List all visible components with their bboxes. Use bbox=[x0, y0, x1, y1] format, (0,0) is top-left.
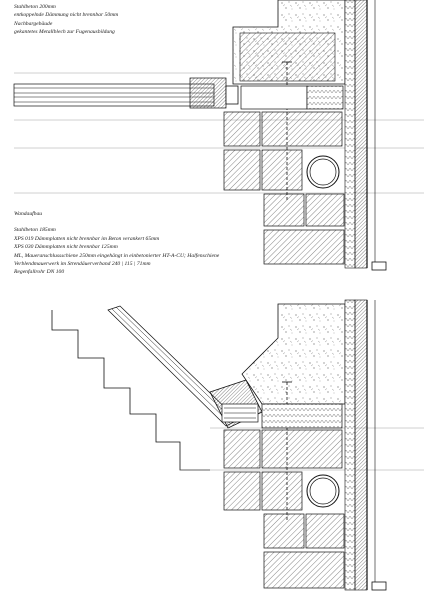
note-line: XPS 019 Dämmplatten nicht brennbar im Be… bbox=[14, 235, 160, 242]
concrete-hatch bbox=[239, 32, 336, 82]
note-line: Nachbargebäude bbox=[14, 20, 53, 27]
note-line: XPS 030 Dämmplatten nicht brennbar 125mm bbox=[14, 244, 118, 251]
note-line: gekantetes Metallblech zur Fugenausbildu… bbox=[14, 29, 115, 36]
note-line: Stahlbeton 185mm bbox=[14, 227, 56, 234]
concrete-slab-lower bbox=[241, 303, 346, 405]
neighbour-wall bbox=[354, 0, 368, 269]
bottom-detail bbox=[51, 299, 424, 591]
insulation-layer bbox=[344, 0, 356, 269]
wall-assembly-heading: Wandaufbau bbox=[14, 211, 43, 217]
note-line: Stahlbeton 200mm bbox=[14, 4, 56, 10]
note-line: Regenfallrohr DN 100 bbox=[14, 269, 65, 276]
angled-window bbox=[107, 305, 263, 429]
note-line: ML, Maueranschlussschiene 250mm eingehän… bbox=[14, 252, 220, 259]
window-frame bbox=[13, 77, 239, 109]
top-detail bbox=[13, 0, 424, 271]
note-line: entkoppelnde Dämmung nicht brennbar 50mm bbox=[14, 12, 119, 19]
brickwork bbox=[223, 85, 345, 265]
material-notes-top: Stahlbeton 200mm entkoppelnde Dämmung ni… bbox=[14, 3, 118, 37]
note-line: Verblendmauerwerk im Strendäuerverband 2… bbox=[14, 261, 151, 268]
stair-outline bbox=[51, 310, 210, 471]
wall-assembly-notes: Wandaufbau Stahlbeton 185mm XPS 019 Dämm… bbox=[14, 210, 219, 277]
